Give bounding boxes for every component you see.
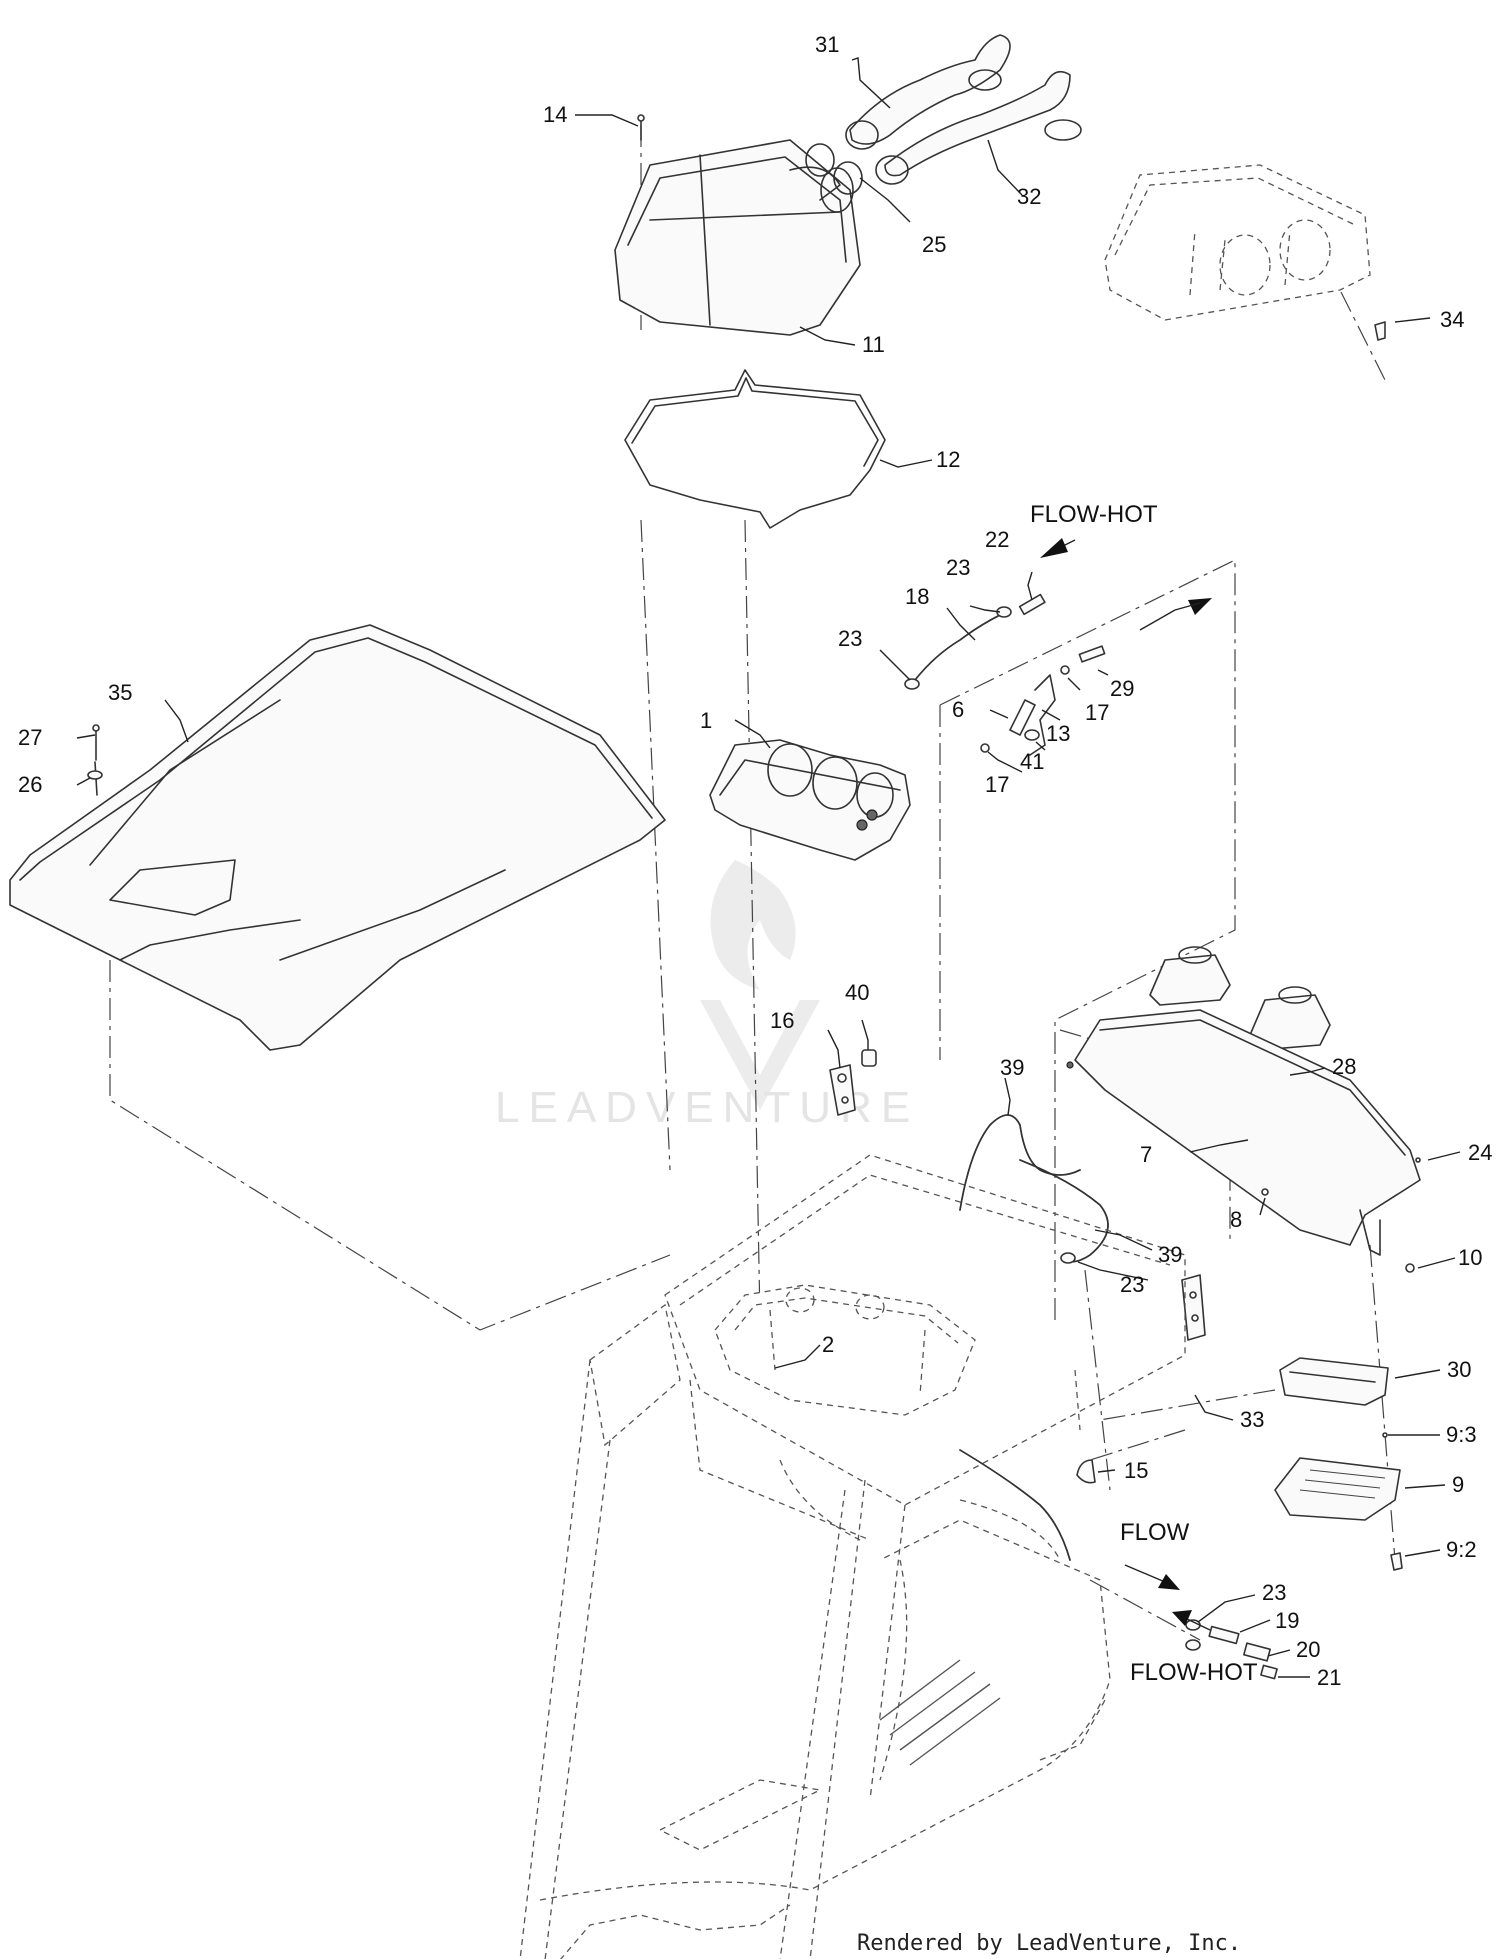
- callout-25: 25: [922, 232, 946, 257]
- watermark-text: LEADVENTURE: [495, 1083, 919, 1132]
- callout-26: 26: [18, 772, 42, 797]
- callout-34: 34: [1440, 307, 1464, 332]
- filter-housing-9: [1274, 1457, 1401, 1521]
- hose-clamps-25: [805, 143, 863, 195]
- fitting-19: [1208, 1625, 1240, 1645]
- callout-12: 12: [936, 447, 960, 472]
- callout-labels: 14 31 32 25 11 34 12 35 27 26 1 23 22 18…: [18, 32, 1492, 1690]
- fastener-9-2: [1390, 1552, 1403, 1571]
- callout-28: 28: [1332, 1054, 1356, 1079]
- flow-hot-label-top: FLOW-HOT: [1030, 501, 1158, 528]
- callout-17-upper: 17: [1085, 700, 1109, 725]
- callout-41: 41: [1020, 749, 1044, 774]
- callout-15: 15: [1124, 1458, 1148, 1483]
- callout-9-2: 9:2: [1446, 1537, 1477, 1562]
- callout-23-upper-right: 23: [946, 555, 970, 580]
- callout-33: 33: [1240, 1407, 1264, 1432]
- callout-leaders: [76, 57, 1461, 1678]
- callout-23-lower: 23: [1262, 1580, 1286, 1605]
- callout-17-lower: 17: [985, 772, 1009, 797]
- bracket-33: [1181, 1274, 1206, 1341]
- callout-20: 20: [1296, 1637, 1320, 1662]
- flow-hot-label-bottom: FLOW-HOT: [1130, 1659, 1258, 1686]
- callout-39-upper: 39: [1000, 1055, 1024, 1080]
- fastener-34: [1374, 321, 1386, 341]
- bracket-13: [1029, 674, 1056, 756]
- rendered-by-footer: Rendered by LeadVenture, Inc.: [857, 1931, 1241, 1956]
- flow-arrow-right: [1139, 598, 1212, 631]
- callout-18: 18: [905, 584, 929, 609]
- callout-30: 30: [1447, 1357, 1471, 1382]
- duct-housings-28: [1149, 946, 1331, 1051]
- callout-7: 7: [1140, 1142, 1152, 1167]
- hose-clamps-23-upper: [904, 606, 1012, 690]
- nut-10: [1405, 1263, 1415, 1273]
- flow-label: FLOW: [1120, 1519, 1190, 1546]
- gasket-12: [624, 369, 886, 529]
- fitting-20: [1243, 1642, 1271, 1662]
- filter-30: [1279, 1357, 1389, 1406]
- vehicle-cab-frame: [519, 1154, 1186, 1959]
- flow-arrow-hot-top: FLOW-HOT: [1030, 501, 1158, 558]
- clamp-41: [1024, 729, 1040, 741]
- callout-11: 11: [862, 332, 885, 357]
- callout-39-lower: 39: [1158, 1242, 1182, 1267]
- callout-23-middle: 23: [1120, 1272, 1144, 1297]
- alternate-air-box-ghost: [1104, 164, 1371, 321]
- mounting-bracket-7: [1066, 1009, 1421, 1256]
- callout-9: 9: [1452, 1472, 1464, 1497]
- heater-hose-18: [914, 614, 1001, 681]
- roof-panel-35: [9, 624, 666, 1051]
- bracket-16: [829, 1064, 856, 1116]
- heater-assembly-1: [709, 739, 911, 861]
- callout-1: 1: [700, 708, 712, 733]
- fastener-24: [1415, 1157, 1421, 1163]
- fitting-29: [1078, 645, 1106, 663]
- fitting-21: [1260, 1664, 1278, 1680]
- callout-19: 19: [1275, 1608, 1299, 1633]
- washer-26: [87, 770, 103, 780]
- fitting-22: [1018, 593, 1046, 616]
- callout-32: 32: [1017, 184, 1041, 209]
- fittings-17: [980, 665, 1070, 753]
- fastener-9-3: [1382, 1432, 1388, 1438]
- callout-27: 27: [18, 725, 42, 750]
- callout-23-upper-left: 23: [838, 626, 862, 651]
- screw-27: [92, 724, 100, 761]
- callout-35: 35: [108, 680, 132, 705]
- callout-21: 21: [1317, 1665, 1341, 1690]
- callout-16: 16: [770, 1008, 794, 1033]
- callout-29: 29: [1110, 676, 1134, 701]
- callout-9-3: 9:3: [1446, 1422, 1477, 1447]
- bracket-6: [1009, 699, 1036, 736]
- callout-2: 2: [822, 1332, 834, 1357]
- callout-13: 13: [1046, 721, 1070, 746]
- callout-24: 24: [1468, 1140, 1492, 1165]
- screw-8: [1261, 1188, 1269, 1196]
- bushing-40: [861, 1049, 877, 1067]
- callout-8: 8: [1230, 1207, 1242, 1232]
- callout-14: 14: [543, 102, 567, 127]
- air-box-cover-11: [614, 139, 861, 336]
- screw-14: [637, 114, 645, 141]
- heater-frame-2: [714, 1284, 976, 1416]
- callout-40: 40: [845, 980, 869, 1005]
- flow-arrow-hot-bottom: FLOW-HOT: [1130, 1610, 1258, 1686]
- callout-10: 10: [1458, 1245, 1482, 1270]
- flow-arrow-flow: FLOW: [1120, 1519, 1190, 1590]
- intake-tubes-31-32: [845, 34, 1082, 185]
- callout-22: 22: [985, 527, 1009, 552]
- callout-31: 31: [815, 32, 839, 57]
- heater-hoses-39: [959, 1114, 1109, 1263]
- hose-clamp-23-middle: [1060, 1252, 1076, 1264]
- hose-clamps-23-lower: [1185, 1619, 1201, 1651]
- grommet-15: [1076, 1459, 1096, 1484]
- callout-6: 6: [952, 697, 964, 722]
